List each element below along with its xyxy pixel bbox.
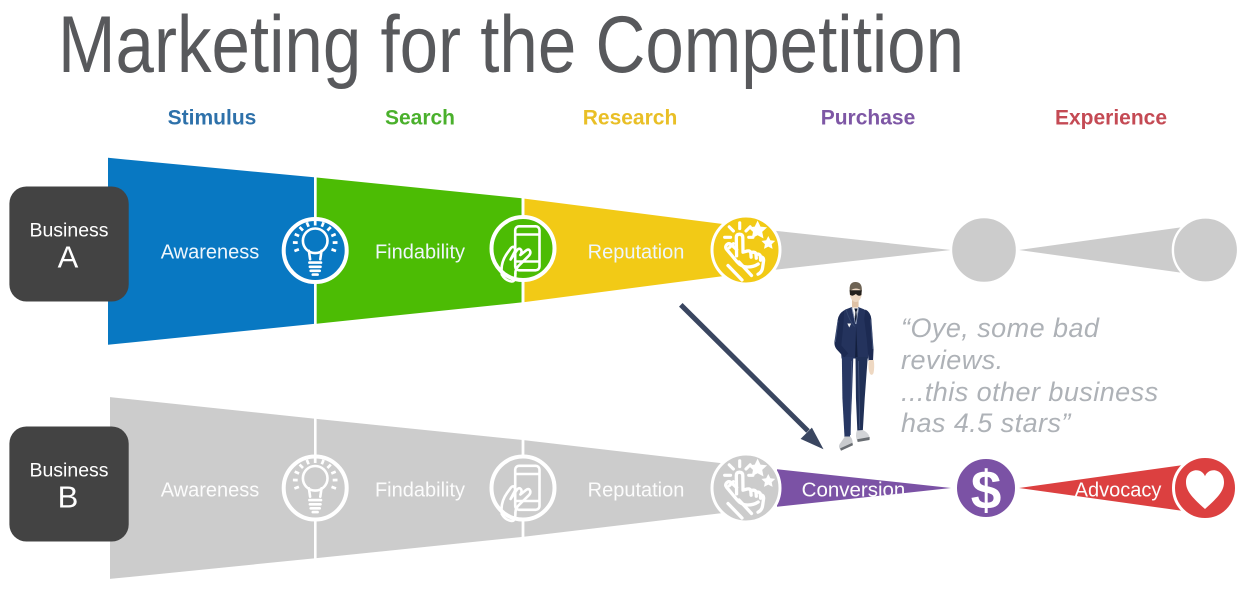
svg-text:Awareness: Awareness <box>161 242 260 264</box>
svg-text:Purchase: Purchase <box>821 107 916 130</box>
svg-text:B: B <box>58 479 79 514</box>
svg-text:Research: Research <box>583 107 678 130</box>
svg-text:$: $ <box>971 459 1002 521</box>
svg-text:Findability: Findability <box>375 480 465 502</box>
svg-text:Search: Search <box>385 107 455 130</box>
svg-text:reviews.: reviews. <box>901 345 1004 375</box>
svg-text:...this other business: ...this other business <box>901 377 1159 407</box>
svg-text:Experience: Experience <box>1055 107 1167 130</box>
svg-text:A: A <box>58 239 79 274</box>
svg-text:Business: Business <box>29 459 108 481</box>
svg-text:has 4.5 stars”: has 4.5 stars” <box>901 408 1071 438</box>
svg-text:“Oye, some bad: “Oye, some bad <box>901 313 1100 343</box>
svg-text:Business: Business <box>29 219 108 241</box>
svg-text:Reputation: Reputation <box>588 480 685 502</box>
svg-text:Conversion: Conversion <box>802 479 906 502</box>
svg-text:Findability: Findability <box>375 242 465 264</box>
svg-text:Stimulus: Stimulus <box>168 107 257 130</box>
svg-text:Marketing for the Competition: Marketing for the Competition <box>58 0 964 90</box>
svg-text:Advocacy: Advocacy <box>1075 480 1162 502</box>
svg-text:Awareness: Awareness <box>161 480 260 502</box>
svg-text:Reputation: Reputation <box>588 242 685 264</box>
